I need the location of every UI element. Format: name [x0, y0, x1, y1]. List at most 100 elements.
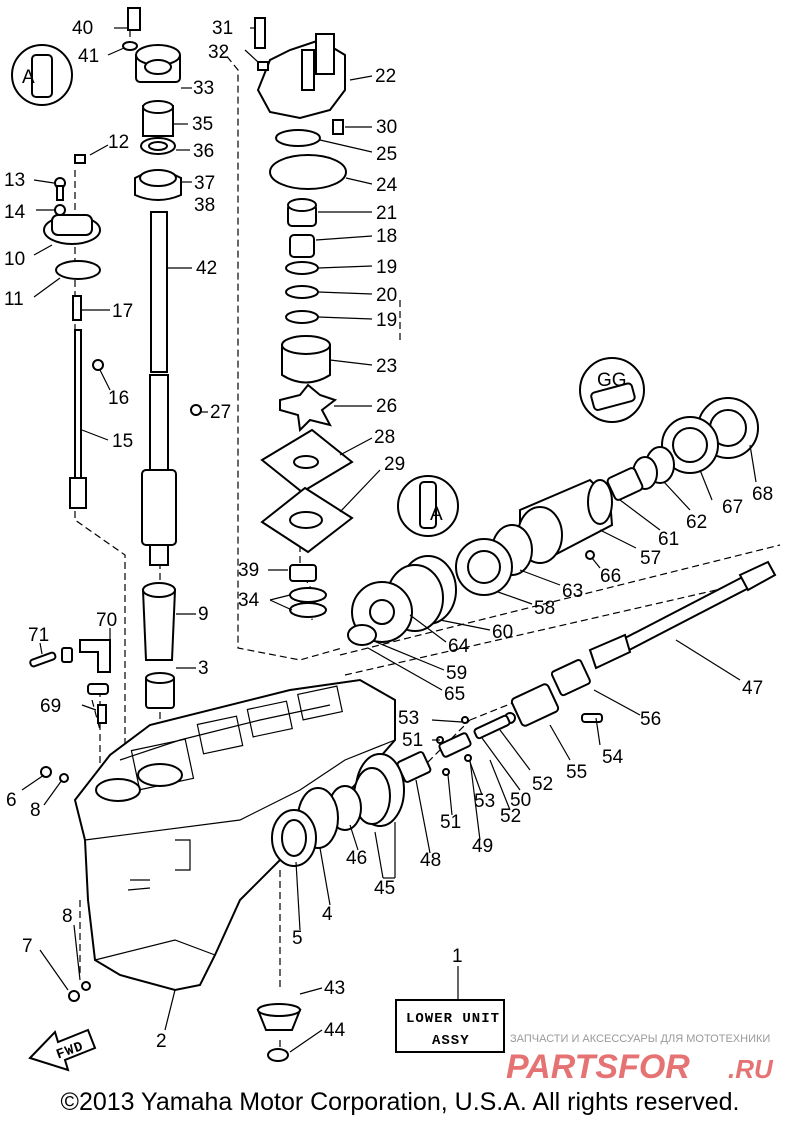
drive-shaft-assembly — [134, 44, 182, 709]
callout-51-lower: 51 — [440, 812, 461, 833]
callout-64: 64 — [448, 636, 470, 657]
pinion-group — [256, 1003, 302, 1062]
propeller-shaft — [396, 560, 777, 783]
lubricant-symbol-top-right-label: GG — [597, 370, 627, 391]
callout-48: 48 — [420, 850, 441, 871]
callout-47: 47 — [742, 678, 763, 699]
callout-28: 28 — [374, 427, 395, 448]
part-number-callouts: 40 41 31 32 33 22 12 35 30 36 25 13 37 3… — [4, 18, 773, 1052]
callout-59: 59 — [446, 663, 467, 684]
forward-gear-group — [271, 753, 405, 867]
small-fasteners — [29, 7, 141, 1002]
lower-unit-assy-box: LOWER UNIT ASSY — [395, 966, 505, 1053]
callout-30: 30 — [376, 117, 397, 138]
callout-23: 23 — [376, 356, 397, 377]
callout-70: 70 — [96, 610, 117, 631]
callout-68: 68 — [752, 484, 773, 505]
callout-7: 7 — [22, 936, 33, 957]
callout-60: 60 — [492, 622, 513, 643]
lower-unit-casing — [73, 678, 396, 992]
callout-53-lower: 53 — [474, 791, 495, 812]
water-pump-assembly — [254, 17, 354, 618]
callout-20: 20 — [376, 285, 397, 306]
callout-33: 33 — [193, 78, 214, 99]
callout-61: 61 — [658, 529, 679, 550]
callout-1: 1 — [452, 946, 463, 967]
callout-63: 63 — [562, 581, 583, 602]
callout-50: 50 — [510, 790, 531, 811]
callout-51-upper: 51 — [402, 730, 423, 751]
callout-19-upper: 19 — [376, 257, 397, 278]
callout-53-upper: 53 — [398, 708, 419, 729]
lubricant-symbol-middle: A — [397, 475, 459, 537]
callout-29: 29 — [384, 454, 405, 475]
callout-10: 10 — [4, 249, 25, 270]
lubricant-symbol-left: A — [11, 44, 73, 106]
callout-57: 57 — [640, 548, 661, 569]
lubricant-symbol-top-right: GG — [579, 357, 645, 423]
callout-15: 15 — [112, 431, 133, 452]
callout-42: 42 — [196, 258, 217, 279]
shift-rod-assembly — [43, 154, 202, 509]
callout-13: 13 — [4, 170, 25, 191]
callout-39: 39 — [238, 560, 259, 581]
callout-17: 17 — [112, 301, 133, 322]
propeller-shaft-housing — [347, 397, 759, 646]
callout-22: 22 — [375, 66, 396, 87]
callout-56: 56 — [640, 709, 661, 730]
callout-71: 71 — [28, 625, 49, 646]
watermark: ЗАПЧАСТИ И АКСЕССУАРЫ ДЛЯ МОТОТЕХНИКИ PA… — [506, 1033, 774, 1086]
callout-26: 26 — [376, 396, 397, 417]
callout-16: 16 — [108, 388, 129, 409]
callout-leaders — [21, 27, 757, 1053]
copyright-notice: ©2013 Yamaha Motor Corporation, U.S.A. A… — [60, 1088, 740, 1116]
callout-62: 62 — [686, 512, 707, 533]
callout-58: 58 — [534, 598, 555, 619]
callout-8-lower: 8 — [62, 906, 73, 927]
callout-8-upper: 8 — [30, 800, 41, 821]
callout-9: 9 — [198, 604, 209, 625]
assy-box-line1: LOWER UNIT — [406, 1011, 500, 1027]
callout-19-lower: 19 — [376, 310, 397, 331]
callout-65: 65 — [444, 684, 465, 705]
callout-55: 55 — [566, 762, 587, 783]
callout-36: 36 — [193, 141, 214, 162]
callout-4: 4 — [322, 904, 333, 925]
callout-12: 12 — [108, 132, 129, 153]
callout-27: 27 — [210, 402, 231, 423]
callout-40: 40 — [72, 18, 93, 39]
callout-38: 38 — [194, 195, 215, 216]
watermark-tagline: ЗАПЧАСТИ И АКСЕССУАРЫ ДЛЯ МОТОТЕХНИКИ — [510, 1033, 770, 1045]
callout-24: 24 — [376, 175, 398, 196]
callout-6: 6 — [6, 790, 17, 811]
callout-5: 5 — [292, 928, 303, 949]
callout-37: 37 — [194, 173, 215, 194]
callout-54: 54 — [602, 747, 624, 768]
callout-41: 41 — [78, 46, 99, 67]
callout-14: 14 — [4, 202, 26, 223]
assy-box-line2: ASSY — [432, 1033, 470, 1049]
callout-52-upper: 52 — [532, 774, 553, 795]
callout-69: 69 — [40, 696, 61, 717]
callout-18: 18 — [376, 226, 397, 247]
callout-49: 49 — [472, 836, 493, 857]
callout-32: 32 — [208, 42, 229, 63]
callout-31: 31 — [212, 18, 233, 39]
lubricant-symbol-left-label: A — [22, 67, 35, 88]
callout-52-lower: 52 — [500, 806, 521, 827]
callout-3: 3 — [198, 658, 209, 679]
callout-66: 66 — [600, 566, 621, 587]
callout-46: 46 — [346, 848, 367, 869]
lubricant-symbol-middle-label: A — [430, 504, 443, 525]
watermark-brand: PARTSFOR — [506, 1048, 690, 1086]
callout-34: 34 — [238, 590, 260, 611]
watermark-domain: .RU — [728, 1054, 774, 1084]
forward-direction-arrow: FWD — [28, 1028, 97, 1072]
callout-35: 35 — [192, 114, 213, 135]
callout-67: 67 — [722, 497, 743, 518]
callout-44: 44 — [324, 1020, 346, 1041]
callout-21: 21 — [376, 203, 397, 224]
callout-2: 2 — [156, 1031, 167, 1052]
callout-25: 25 — [376, 144, 397, 165]
